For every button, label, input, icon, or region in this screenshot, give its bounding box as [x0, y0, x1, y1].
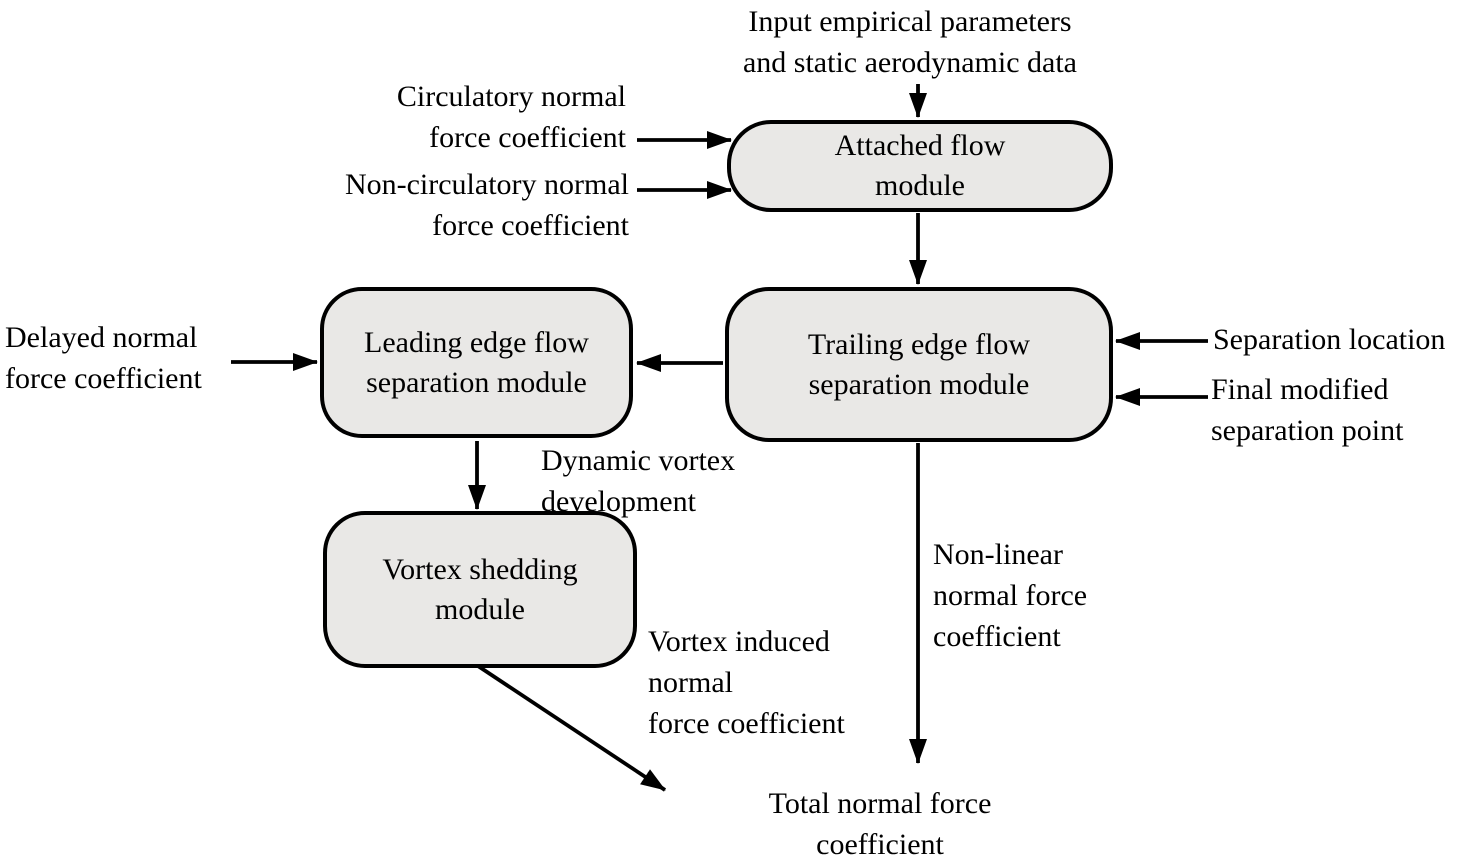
label-dynamic-vortex-development: Dynamic vortex development — [541, 444, 736, 518]
node-label-trailing-edge: Trailing edge flow separation module — [807, 327, 1031, 401]
label-non-linear-normal-force-coefficient: Non-linear normal force coefficient — [933, 538, 1088, 653]
label-separation-location: Separation location — [1213, 323, 1446, 356]
node-label-vortex-shedding: Vortex shedding module — [382, 552, 578, 626]
label-input-empirical-parameters: Input empirical parameters and static ae… — [742, 5, 1077, 79]
label-circulatory-normal-force-coefficient: Circulatory normal force coefficient — [396, 80, 626, 154]
node-attached-flow-module: Attached flow module — [727, 120, 1113, 212]
label-delayed-normal-force-coefficient: Delayed normal force coefficient — [5, 321, 202, 395]
label-vortex-induced-normal-force-coefficient: Vortex induced normal force coefficient — [648, 625, 845, 740]
node-label-attached-flow: Attached flow module — [834, 129, 1006, 202]
label-final-modified-separation-point: Final modified separation point — [1211, 373, 1404, 447]
node-leading-edge-flow-separation-module: Leading edge flow separation module — [320, 287, 633, 438]
node-vortex-shedding-module: Vortex shedding module — [323, 511, 637, 668]
node-trailing-edge-flow-separation-module: Trailing edge flow separation module — [725, 287, 1113, 442]
arrow-vortex-to-total — [476, 664, 667, 792]
label-non-circulatory-normal-force-coefficient: Non-circulatory normal force coefficient — [344, 168, 629, 242]
label-total-normal-force-coefficient: Total normal force coefficient — [768, 787, 992, 861]
node-label-leading-edge: Leading edge flow separation module — [364, 325, 589, 399]
